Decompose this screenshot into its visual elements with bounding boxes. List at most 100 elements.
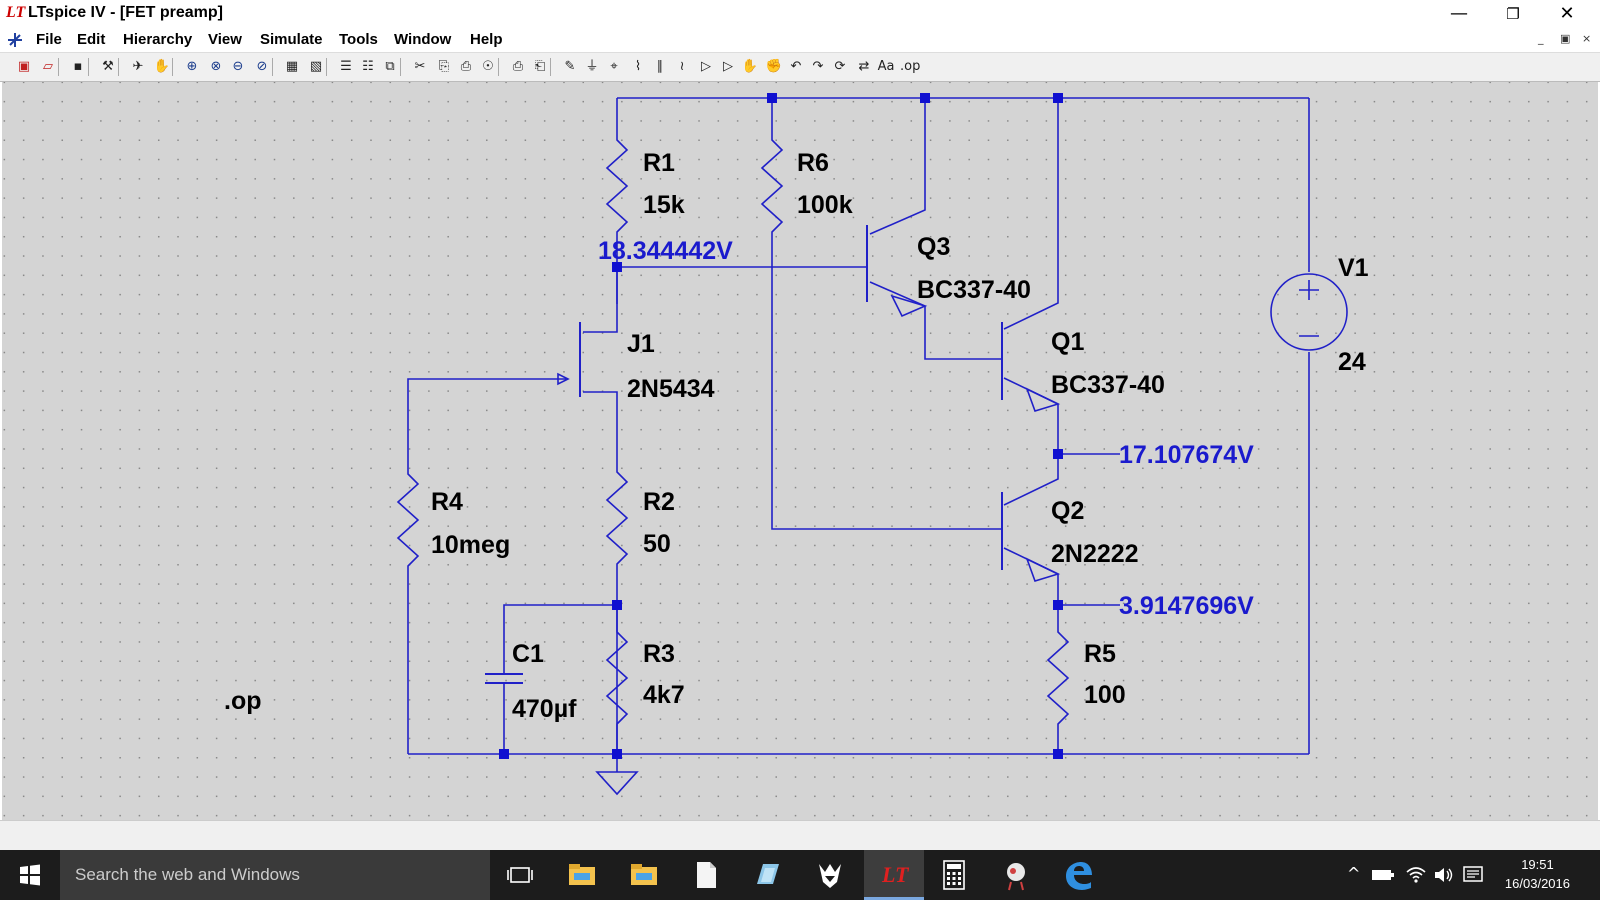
capacitor-icon[interactable]: ∥: [656, 59, 664, 74]
r6-ref[interactable]: R6: [797, 149, 829, 177]
inkscape-icon[interactable]: [813, 858, 847, 892]
task-view-icon[interactable]: [503, 858, 537, 892]
tile-vertical-icon[interactable]: ☷: [362, 59, 374, 74]
save-icon[interactable]: ▪: [73, 59, 83, 74]
open-icon[interactable]: ▱: [43, 59, 53, 74]
run-icon[interactable]: ✈: [132, 59, 144, 74]
find-icon[interactable]: ☉: [482, 59, 494, 74]
tile-horizontal-icon[interactable]: ☰: [340, 59, 352, 74]
menu-help[interactable]: Help: [470, 31, 503, 48]
snipping-tool-icon[interactable]: [999, 858, 1033, 892]
r4-value[interactable]: 10meg: [431, 531, 510, 559]
system-clock[interactable]: 19:51 16/03/2016: [1505, 855, 1570, 893]
menu-simulate[interactable]: Simulate: [260, 31, 323, 48]
edge-icon[interactable]: [1061, 858, 1095, 892]
control-panel-icon[interactable]: ⚒: [102, 59, 114, 74]
r2-ref[interactable]: R2: [643, 488, 675, 516]
j1-value[interactable]: 2N5434: [627, 375, 715, 403]
mdi-restore-button[interactable]: ▣: [1560, 32, 1571, 45]
zoom-area-icon[interactable]: ⊗: [210, 59, 222, 74]
q3-value[interactable]: BC337-40: [917, 276, 1031, 304]
new-schematic-icon[interactable]: ▣: [17, 59, 31, 74]
cut-icon[interactable]: ✂: [414, 59, 426, 74]
q1-value[interactable]: BC337-40: [1051, 371, 1165, 399]
undo-icon[interactable]: ↶: [790, 59, 802, 74]
wifi-icon[interactable]: [1405, 864, 1427, 884]
r3-value[interactable]: 4k7: [643, 681, 685, 709]
spice-directive-icon[interactable]: .op: [900, 59, 921, 74]
v1-ref[interactable]: V1: [1338, 254, 1369, 282]
ltspice-taskbar-button[interactable]: LT: [864, 850, 924, 900]
file-explorer-2-icon[interactable]: [627, 858, 661, 892]
paste-icon[interactable]: ⎙: [460, 59, 472, 74]
zoom-in-icon[interactable]: ⊕: [186, 59, 198, 74]
minimize-button[interactable]: —: [1450, 3, 1468, 24]
notifications-icon[interactable]: [1462, 865, 1484, 885]
wire-icon[interactable]: ✎: [564, 59, 576, 74]
tray-chevron-icon[interactable]: ^: [1347, 864, 1361, 883]
r6-value[interactable]: 100k: [797, 191, 853, 219]
volume-icon[interactable]: [1433, 865, 1455, 885]
mark-unused-icon[interactable]: ▧: [309, 59, 323, 74]
cascade-icon[interactable]: ⧉: [385, 59, 395, 74]
toolbar-separator: [498, 58, 499, 76]
q2-value[interactable]: 2N2222: [1051, 540, 1139, 568]
voltage-q1-emitter[interactable]: 17.107674V: [1119, 441, 1254, 469]
drag-icon[interactable]: ✊: [765, 59, 783, 74]
menu-file[interactable]: File: [36, 31, 62, 48]
ground-icon[interactable]: ⏚: [585, 59, 599, 74]
zoom-out-icon[interactable]: ⊖: [232, 59, 244, 74]
v1-value[interactable]: 24: [1338, 348, 1366, 376]
inductor-icon[interactable]: ≀: [679, 59, 685, 74]
q1-ref[interactable]: Q1: [1051, 328, 1084, 356]
autorange-icon[interactable]: ▦: [285, 59, 299, 74]
diode-icon[interactable]: ▷: [701, 59, 711, 74]
restore-button[interactable]: ❐: [1506, 5, 1520, 23]
mirror-icon[interactable]: ⇄: [858, 59, 870, 74]
rotate-icon[interactable]: ⟳: [834, 59, 846, 74]
component-icon[interactable]: ▷: [723, 59, 733, 74]
mdi-minimize-button[interactable]: _: [1538, 32, 1544, 45]
schematic-canvas[interactable]: R1 15k R6 100k Q3 BC337-40 V1 24 J1 2N54…: [2, 82, 1598, 820]
print-preview-icon[interactable]: ⎗: [534, 59, 546, 74]
halt-icon[interactable]: ✋: [153, 59, 171, 74]
resistor-icon[interactable]: ⌇: [634, 59, 642, 74]
r4-ref[interactable]: R4: [431, 488, 463, 516]
menu-view[interactable]: View: [208, 31, 242, 48]
start-button[interactable]: [0, 850, 58, 900]
print-icon[interactable]: ⎙: [512, 59, 524, 74]
menu-window[interactable]: Window: [394, 31, 452, 48]
voltage-q2-emitter[interactable]: 3.9147696V: [1119, 592, 1254, 620]
zoom-fit-icon[interactable]: ⊘: [256, 59, 268, 74]
spice-directive[interactable]: .op: [224, 687, 262, 715]
file-explorer-icon[interactable]: [565, 858, 599, 892]
text-icon[interactable]: Aa: [877, 59, 895, 74]
copy-icon[interactable]: ⎘: [438, 59, 450, 74]
voltage-j1-drain[interactable]: 18.344442V: [598, 237, 733, 265]
paint-icon[interactable]: [751, 858, 785, 892]
menu-hierarchy[interactable]: Hierarchy: [123, 31, 193, 48]
battery-icon[interactable]: [1371, 867, 1395, 883]
c1-ref[interactable]: C1: [512, 640, 544, 668]
r1-value[interactable]: 15k: [643, 191, 685, 219]
r3-ref[interactable]: R3: [643, 640, 675, 668]
q3-ref[interactable]: Q3: [917, 233, 950, 261]
label-net-icon[interactable]: ⌖: [610, 59, 618, 74]
menu-edit[interactable]: Edit: [77, 31, 106, 48]
schematic-doc-icon[interactable]: [6, 31, 24, 49]
r5-ref[interactable]: R5: [1084, 640, 1116, 668]
r1-ref[interactable]: R1: [643, 149, 675, 177]
q2-ref[interactable]: Q2: [1051, 497, 1084, 525]
document-icon[interactable]: [689, 858, 723, 892]
r5-value[interactable]: 100: [1084, 681, 1126, 709]
r2-value[interactable]: 50: [643, 530, 671, 558]
menu-tools[interactable]: Tools: [339, 31, 378, 48]
redo-icon[interactable]: ↷: [812, 59, 824, 74]
search-box[interactable]: Search the web and Windows: [60, 850, 490, 900]
mdi-close-button[interactable]: ×: [1582, 32, 1592, 45]
c1-value[interactable]: 470µf: [512, 695, 577, 723]
move-icon[interactable]: ✋: [741, 59, 759, 74]
calculator-icon[interactable]: [937, 858, 971, 892]
j1-ref[interactable]: J1: [627, 330, 655, 358]
close-button[interactable]: ✕: [1559, 3, 1575, 24]
